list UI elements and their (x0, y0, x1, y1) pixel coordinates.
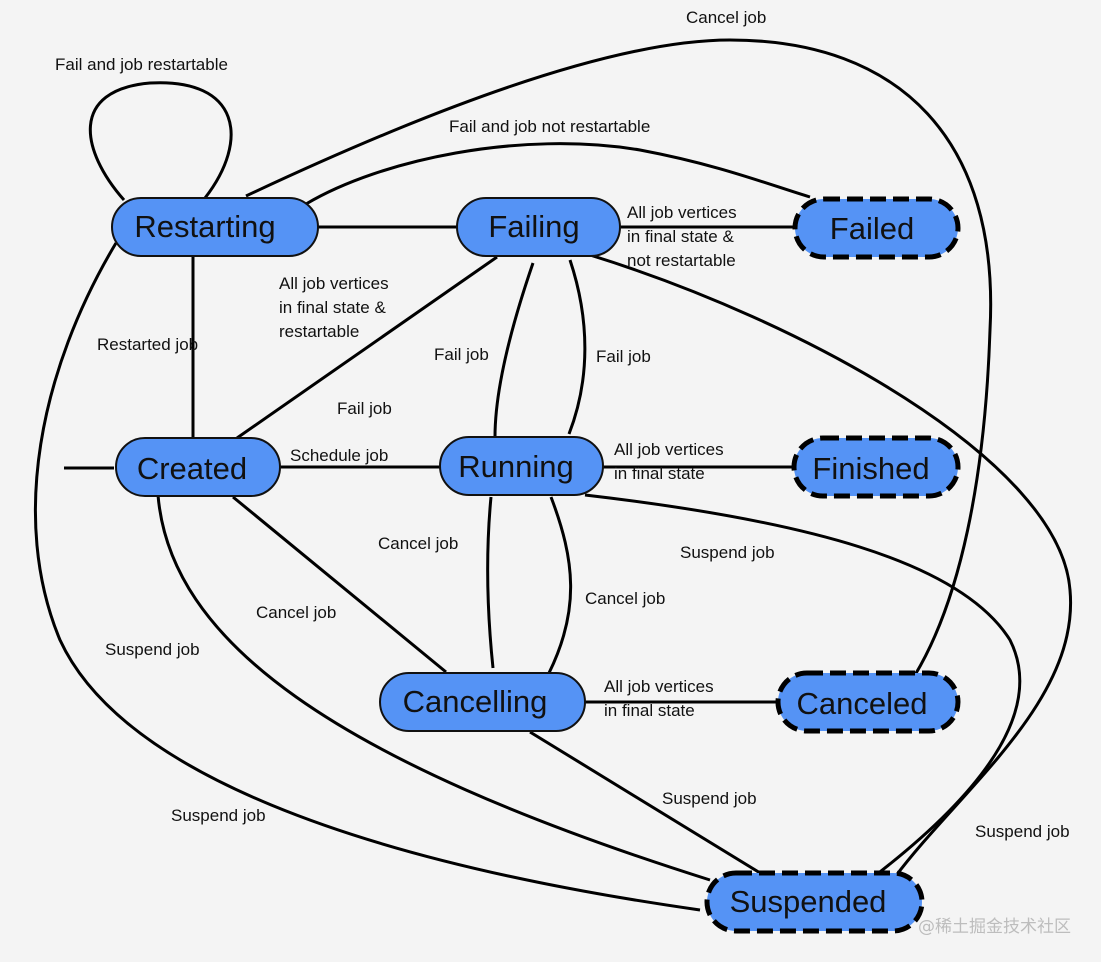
node-failing[interactable]: Failing (456, 197, 621, 257)
label-schedule-job: Schedule job (290, 446, 388, 465)
node-suspended[interactable]: Suspended (704, 870, 925, 934)
label-final-restartable-2: in final state & (279, 298, 386, 317)
edge-restarting-canceled (245, 38, 993, 676)
label-cancel-job-running-right: Cancel job (585, 589, 665, 608)
edge-labels: Fail and job restartable Fail and job no… (55, 8, 1070, 841)
watermark: @稀土掘金技术社区 (918, 917, 1071, 937)
label-final-restartable-3: restartable (279, 322, 359, 341)
node-label: Created (137, 451, 247, 486)
label-suspend-job-running: Suspend job (680, 543, 775, 562)
label-suspend-job-cancelling: Suspend job (662, 789, 757, 808)
label-fail-not-restartable: Fail and job not restartable (449, 117, 650, 136)
edge-restarting-suspended (33, 242, 701, 912)
edge-cancelling-suspended (529, 730, 766, 878)
node-label: Canceled (797, 686, 928, 721)
label-canceled-2: in final state (604, 701, 695, 720)
label-finished-2: in final state (614, 464, 705, 483)
label-final-restartable-1: All job vertices (279, 274, 389, 293)
node-label: Restarting (134, 209, 275, 244)
edge-running-suspended (584, 493, 1022, 877)
node-restarting[interactable]: Restarting (111, 197, 319, 257)
label-suspend-job-outer-left: Suspend job (171, 806, 266, 825)
node-canceled[interactable]: Canceled (775, 670, 961, 734)
label-canceled-1: All job vertices (604, 677, 714, 696)
edge-running-cancelling-right (547, 496, 573, 674)
node-label: Cancelling (403, 684, 548, 719)
nodes: Restarting Failing Failed Created Runnin… (111, 196, 961, 934)
label-fail-restartable: Fail and job restartable (55, 55, 228, 74)
node-cancelling[interactable]: Cancelling (379, 672, 586, 732)
edge-restarting-loop (88, 81, 233, 201)
edge-failing-running-right (567, 259, 587, 435)
label-finished-1: All job vertices (614, 440, 724, 459)
label-suspend-job-right: Suspend job (975, 822, 1070, 841)
edges (33, 38, 1073, 912)
label-cancel-job-running-left: Cancel job (378, 534, 458, 553)
edge-failing-running-left (493, 262, 535, 438)
edge-restarting-failed (305, 142, 811, 206)
node-label: Failing (488, 209, 579, 244)
node-label: Suspended (730, 884, 887, 919)
node-created[interactable]: Created (115, 437, 281, 497)
label-fail-job-created: Fail job (337, 399, 392, 418)
label-fail-job-running-right: Fail job (596, 347, 651, 366)
node-failed[interactable]: Failed (792, 196, 961, 260)
label-cancel-job-created: Cancel job (256, 603, 336, 622)
node-running[interactable]: Running (439, 436, 604, 496)
node-label: Failed (830, 211, 914, 246)
node-finished[interactable]: Finished (791, 435, 961, 499)
edge-failing-created (236, 255, 498, 440)
edge-created-cancelling (232, 495, 447, 674)
label-cancel-job-top: Cancel job (686, 8, 766, 27)
label-final-not-restartable-3: not restartable (627, 251, 736, 270)
edge-created-suspended (156, 494, 711, 882)
node-label: Running (458, 449, 573, 484)
label-fail-job-running-left: Fail job (434, 345, 489, 364)
node-label: Finished (812, 451, 929, 486)
edge-running-cancelling-left (486, 496, 495, 669)
label-final-not-restartable-2: in final state & (627, 227, 734, 246)
label-restarted-job: Restarted job (97, 335, 198, 354)
label-suspend-job-created: Suspend job (105, 640, 200, 659)
edge-failing-suspended (589, 253, 1073, 878)
label-final-not-restartable-1: All job vertices (627, 203, 737, 222)
